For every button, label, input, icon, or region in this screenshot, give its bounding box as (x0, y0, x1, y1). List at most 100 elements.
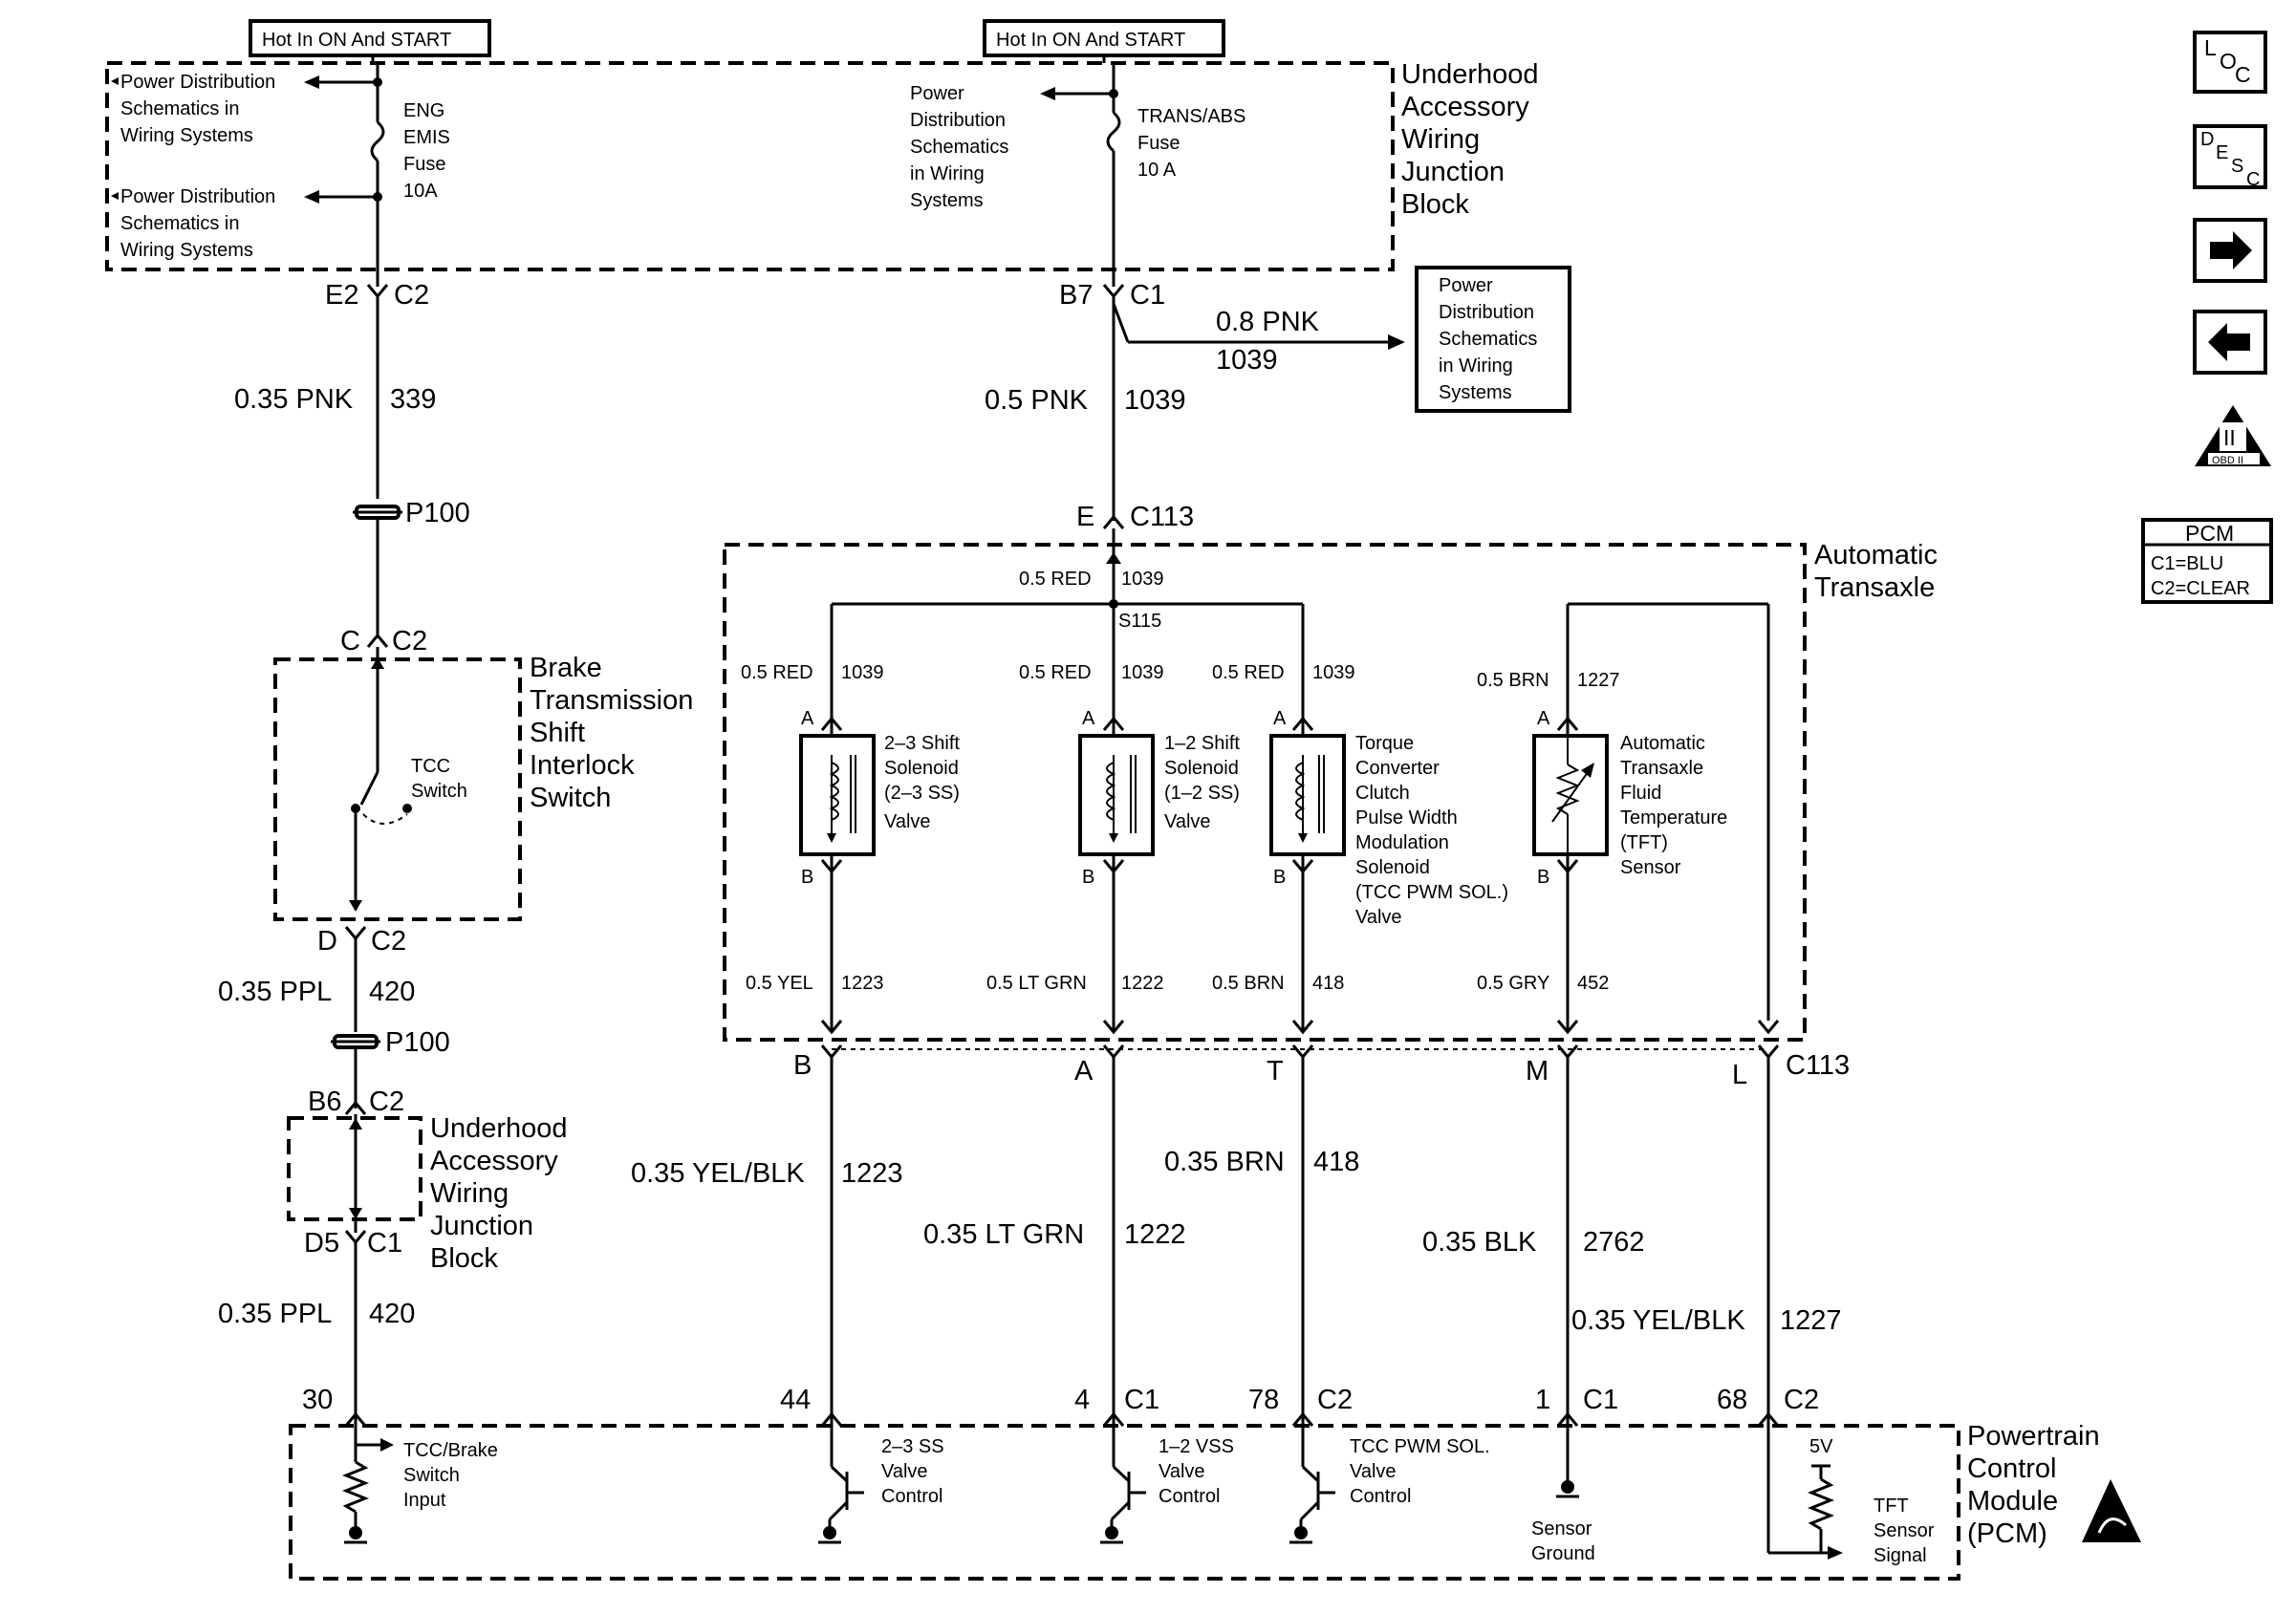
svg-text:0.8 PNK: 0.8 PNK (1216, 307, 1320, 337)
wire-1039-red-label: 0.5 RED 1039 (1019, 569, 1164, 590)
underhood-block-label: Underhood Accessory Wiring Junction Bloc… (1401, 59, 1539, 220)
solenoid-tcc-pwm: A B Torque Converter Clutch Pulse Width … (1269, 604, 1508, 1032)
pcm-box (289, 1424, 1960, 1581)
hot-label-left: Hot In ON And START (249, 19, 491, 57)
pd-ref-center[interactable]: Power Distribution Schematics in Wiring … (910, 83, 1008, 211)
svg-text:Pulse Width: Pulse Width (1355, 807, 1458, 829)
svg-text:Power: Power (910, 83, 964, 104)
svg-text:C: C (2246, 169, 2260, 190)
description-button[interactable]: D E S C (2193, 124, 2267, 190)
tcc-brake-input-circuit: TCC/Brake Switch Input (341, 1414, 498, 1544)
wire-339-label: 0.35 PNK 339 (234, 384, 436, 415)
svg-text:Control: Control (1159, 1486, 1220, 1507)
svg-text:Underhood: Underhood (1401, 59, 1539, 90)
svg-text:in Wiring: in Wiring (1439, 355, 1513, 377)
connector-c113-bottom: B A T M L C113 (793, 1044, 1850, 1090)
svg-text:78: 78 (1248, 1385, 1279, 1415)
svg-text:Clutch: Clutch (1355, 783, 1410, 804)
svg-text:1039: 1039 (1312, 662, 1355, 683)
svg-text:Temperature: Temperature (1620, 807, 1727, 829)
wire-labels-sol2: 0.5 RED 1039 0.5 LT GRN 1222 (986, 662, 1164, 994)
svg-text:A: A (1273, 708, 1287, 729)
svg-text:C113: C113 (1130, 502, 1194, 532)
svg-text:Fuse: Fuse (403, 154, 445, 175)
solenoid-2-3-shift: A B 2–3 Shift Solenoid (2–3 SS) Valve (799, 604, 960, 1032)
svg-text:418: 418 (1313, 1147, 1359, 1177)
svg-text:1222: 1222 (1121, 973, 1164, 994)
svg-text:Solenoid: Solenoid (1355, 857, 1430, 878)
svg-text:1039: 1039 (1216, 345, 1278, 376)
next-page-button[interactable] (2193, 218, 2267, 283)
svg-text:420: 420 (369, 977, 415, 1007)
wire-2762-label: 0.35 BLK 2762 (1422, 1227, 1645, 1258)
svg-text:5V: 5V (1809, 1436, 1833, 1457)
svg-text:PCM: PCM (2185, 521, 2234, 546)
pd-ref-box-right[interactable]: Power Distribution Schematics in Wiring … (1415, 266, 1571, 413)
pd-ref-left-1[interactable]: Power Distribution Schematics in Wiring … (111, 72, 275, 146)
svg-text:0.5 LT GRN: 0.5 LT GRN (986, 973, 1087, 994)
svg-text:Torque: Torque (1355, 733, 1414, 754)
connector-c-c2: C C2 (340, 626, 427, 656)
svg-text:Control: Control (881, 1486, 942, 1507)
svg-text:Block: Block (430, 1243, 498, 1274)
svg-text:1223: 1223 (841, 973, 884, 994)
svg-text:Automatic: Automatic (1814, 540, 1938, 570)
tcc-switch: TCC Switch (349, 647, 467, 912)
location-button[interactable]: L O C (2193, 31, 2267, 94)
svg-text:Hot In ON And START: Hot In ON And START (996, 30, 1185, 51)
svg-text:E2: E2 (325, 280, 358, 311)
svg-text:Switch: Switch (403, 1465, 460, 1486)
svg-text:0.35 BLK: 0.35 BLK (1422, 1227, 1537, 1258)
svg-text:Schematics in: Schematics in (120, 98, 240, 119)
svg-text:C2: C2 (1784, 1385, 1819, 1415)
svg-text:C1: C1 (1130, 280, 1165, 311)
svg-text:II: II (2223, 425, 2236, 450)
svg-text:B: B (1082, 867, 1094, 888)
svg-text:C2: C2 (371, 926, 406, 957)
svg-text:1227: 1227 (1780, 1305, 1842, 1336)
svg-text:C1: C1 (1124, 1385, 1159, 1415)
svg-text:Wiring: Wiring (1401, 124, 1480, 155)
svg-text:0.35 YEL/BLK: 0.35 YEL/BLK (1571, 1305, 1745, 1336)
svg-text:(1–2 SS): (1–2 SS) (1164, 783, 1240, 804)
svg-text:O: O (2220, 49, 2237, 74)
svg-text:Wiring Systems: Wiring Systems (120, 240, 253, 261)
svg-text:Block: Block (1401, 189, 1469, 220)
svg-text:A: A (1074, 1056, 1094, 1087)
previous-page-button[interactable] (2193, 310, 2267, 375)
svg-text:Signal: Signal (1874, 1545, 1927, 1566)
svg-text:0.35 PPL: 0.35 PPL (218, 977, 332, 1007)
svg-text:Converter: Converter (1355, 758, 1440, 779)
svg-text:C1=BLU: C1=BLU (2151, 553, 2223, 574)
svg-text:1–2 Shift: 1–2 Shift (1164, 733, 1240, 754)
fuse-eng-emis: ENG EMIS Fuse 10A (403, 100, 450, 202)
svg-text:Distribution: Distribution (910, 110, 1006, 131)
svg-text:Underhood: Underhood (430, 1113, 568, 1144)
wire-1039-branch-label: 0.8 PNK 1039 (1216, 307, 1320, 376)
svg-text:TRANS/ABS: TRANS/ABS (1137, 106, 1245, 127)
ss23-driver-circuit: 2–3 SS Valve Control (818, 1414, 944, 1544)
svg-text:A: A (1082, 708, 1095, 729)
svg-text:Module: Module (1967, 1486, 2058, 1517)
splice-p100-b: P100 (331, 1027, 450, 1058)
splice-p100-a: P100 (353, 498, 470, 528)
obd-ii-icon[interactable]: II OBD II (2195, 405, 2271, 466)
svg-text:Sensor: Sensor (1531, 1518, 1592, 1539)
svg-text:Power Distribution: Power Distribution (120, 72, 275, 93)
svg-text:in Wiring: in Wiring (910, 163, 985, 184)
hot-label-center: Hot In ON And START (983, 19, 1225, 57)
svg-text:TCC/Brake: TCC/Brake (403, 1440, 498, 1461)
pd-ref-left-2[interactable]: Power Distribution Schematics in Wiring … (111, 186, 275, 261)
svg-text:C2: C2 (1317, 1385, 1353, 1415)
arrow-right-icon (2210, 231, 2252, 269)
wire-420-b-label: 0.35 PPL 420 (218, 1299, 415, 1329)
svg-text:(TFT): (TFT) (1620, 832, 1668, 853)
svg-text:C113: C113 (1786, 1050, 1850, 1081)
connector-e-c113: E C113 (1076, 502, 1194, 532)
svg-text:Control: Control (1967, 1453, 2057, 1484)
svg-text:S: S (2231, 156, 2243, 177)
connector-e2-c2: E2 C2 (325, 280, 429, 311)
svg-text:Valve: Valve (884, 811, 931, 832)
svg-text:Power: Power (1439, 275, 1493, 296)
